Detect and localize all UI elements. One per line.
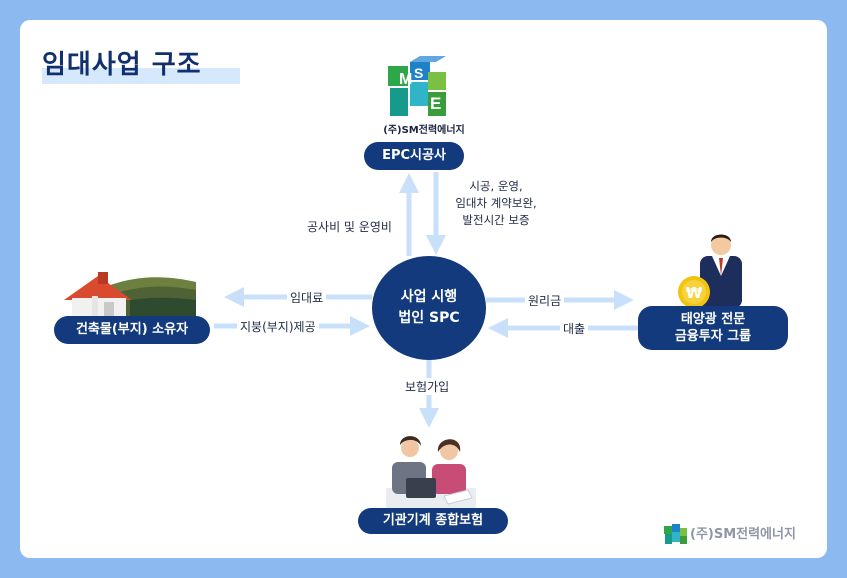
insurance-node: 기관기계 종합보험 <box>358 508 508 534</box>
brand-footer: (주)SM전력에너지 <box>664 523 796 542</box>
edge-label-principal-interest: 원리금 <box>525 292 565 309</box>
edge-label-from-epc: 시공, 운영, 임대차 계약보완, 발전시간 보증 <box>448 178 544 229</box>
spc-center-label-2: 법인 SPC <box>398 310 460 326</box>
svg-text:₩: ₩ <box>686 284 703 302</box>
finance-node-label-1: 태양광 전문 <box>680 312 746 327</box>
spc-center-node: 사업 시행 법인 SPC <box>372 256 486 360</box>
owner-node-label: 건축물(부지) 소유자 <box>75 322 189 337</box>
brand-logo-icon <box>664 524 687 544</box>
svg-text:S: S <box>414 65 423 81</box>
page-title: 임대사업 구조 <box>42 50 202 80</box>
sm-energy-logo-icon: M S E <box>388 56 446 116</box>
insurance-people-illustration <box>386 436 476 508</box>
title-highlight <box>42 68 240 84</box>
edge-label-loan: 대출 <box>560 320 589 337</box>
epc-node: EPC시공사 <box>364 142 464 170</box>
finance-node: 태양광 전문 금융투자 그룹 <box>638 306 788 350</box>
edge-label-to-epc: 공사비 및 운영비 <box>304 218 395 235</box>
edge-label-from-epc-2: 임대차 계약보완, <box>455 196 537 210</box>
edge-label-from-epc-1: 시공, 운영, <box>469 179 523 193</box>
epc-node-label: EPC시공사 <box>382 148 446 163</box>
spc-center-label-1: 사업 시행 <box>400 289 458 305</box>
brand-footer-text: (주)SM전력에너지 <box>690 527 796 542</box>
svg-text:M: M <box>399 71 412 88</box>
finance-person-illustration: ₩ <box>678 234 742 308</box>
svg-text:E: E <box>430 94 441 113</box>
edge-label-insurance-join: 보험가입 <box>402 378 453 395</box>
edge-label-land-supply: 지붕(부지)제공 <box>237 318 319 335</box>
title-block: 임대사업 구조 <box>42 44 240 84</box>
edge-label-from-epc-3: 발전시간 보증 <box>462 213 530 227</box>
insurance-node-label: 기관기계 종합보험 <box>382 513 484 528</box>
owner-node: 건축물(부지) 소유자 <box>54 316 210 344</box>
edge-label-rent: 임대료 <box>287 289 327 306</box>
house-illustration <box>64 272 196 316</box>
finance-node-label-2: 금융투자 그룹 <box>674 329 752 344</box>
logo-caption: (주)SM전력에너지 <box>383 125 465 136</box>
